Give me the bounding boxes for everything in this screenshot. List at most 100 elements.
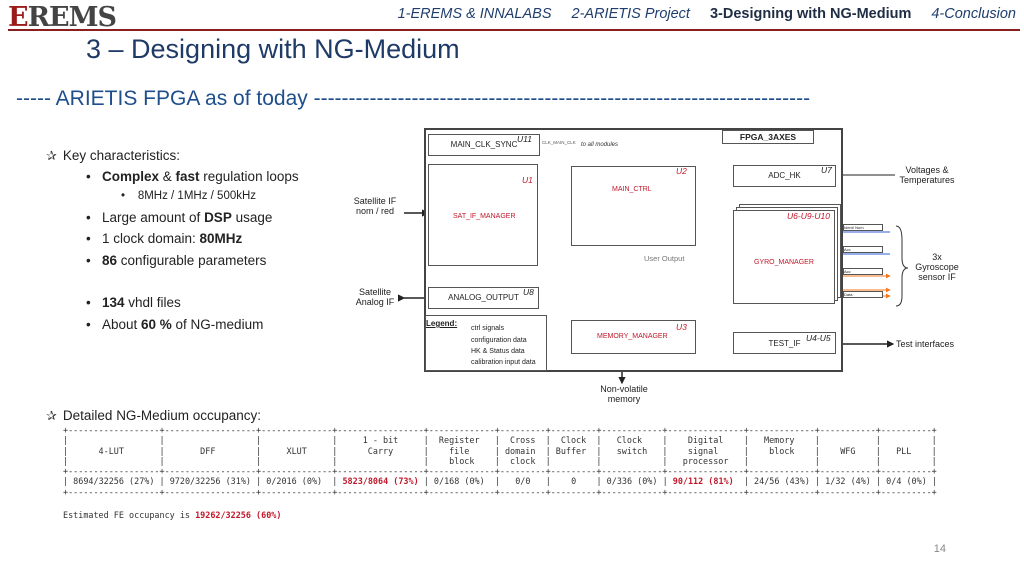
- bold-dsp: DSP: [204, 210, 232, 225]
- memory-manager-block: [571, 320, 696, 354]
- gyro-manager-block: [733, 210, 835, 304]
- bullet-occupancy: • About 60 % of NG-medium: [86, 317, 264, 332]
- table-cell: 0/0: [499, 476, 546, 487]
- u4-u5-label: U4-U5: [806, 333, 831, 343]
- heading-text: Key characteristics:: [62, 148, 180, 163]
- fpga-3axes-label: FPGA_3AXES: [722, 130, 814, 144]
- ext-test-interfaces: Test interfaces: [896, 339, 955, 349]
- adc-hk-block: ADC_HK: [733, 165, 836, 187]
- bold-complex: Complex: [101, 169, 159, 184]
- main-ctrl-block: [571, 166, 696, 246]
- nav-item-designing-ng-medium[interactable]: 3-Designing with NG-Medium: [709, 6, 912, 22]
- line: Gyroscope: [915, 262, 959, 272]
- bullet-parameters: • 86 configurable parameters: [86, 253, 267, 268]
- estimate-value: 19262/32256 (60%): [195, 510, 282, 520]
- section-subheading: ----- ARIETIS FPGA as of today ---------…: [16, 87, 811, 110]
- estimate-label: Estimated FE occupancy is: [63, 510, 196, 520]
- star-icon: ✰: [46, 148, 57, 163]
- line: sensor IF: [918, 272, 956, 282]
- heading-text: Detailed NG-Medium occupancy:: [62, 408, 261, 423]
- legend-ctrl-signals: ctrl signals: [471, 325, 505, 332]
- bullet-dsp-usage: • Large amount of DSP usage: [86, 210, 273, 225]
- ext-voltages-temperatures: Voltages &Temperatures: [895, 165, 959, 185]
- text: configurable parameters: [117, 253, 267, 268]
- table-cell: 0/4 (0%): [881, 476, 932, 487]
- gyro-port-data: Data: [843, 291, 883, 298]
- nav-item-arietis-project[interactable]: 2-ARIETIS Project: [571, 6, 690, 22]
- sat-if-manager-block: [428, 164, 538, 266]
- analog-output-block: ANALOG_OUTPUT: [428, 287, 539, 309]
- main-ctrl-label: MAIN_CTRL: [612, 186, 652, 193]
- block-label: ADC_HK: [768, 171, 801, 180]
- line: Satellite IF: [353, 196, 397, 206]
- text: About: [101, 317, 142, 332]
- to-all-modules-label: to all modules: [581, 142, 619, 148]
- key-characteristics-heading: ✰ Key characteristics:: [46, 148, 180, 164]
- block-label: ANALOG_OUTPUT: [448, 293, 519, 302]
- table-cell: 8694/32256 (27%): [68, 476, 160, 487]
- table-cell: 0/168 (0%): [428, 476, 495, 487]
- text: Large amount of: [101, 210, 205, 225]
- bold-fast: fast: [175, 169, 200, 184]
- bullet-regulation-loops: • Complex & fast regulation loops: [86, 169, 299, 184]
- legend-hk-status-data: HK & Status data: [471, 348, 525, 355]
- bold-134: 134: [101, 295, 125, 310]
- star-icon: ✰: [46, 408, 57, 423]
- bold-86: 86: [101, 253, 118, 268]
- line: Non-volatile: [600, 384, 648, 394]
- nav-item-erems-innalabs[interactable]: 1-EREMS & INNALABS: [397, 6, 552, 22]
- gyro-manager-label: GYRO_MANAGER: [754, 259, 814, 266]
- u7-label: U7: [821, 165, 832, 175]
- estimated-occupancy: Estimated FE occupancy is 19262/32256 (6…: [63, 510, 281, 520]
- gyro-brace: [895, 225, 909, 307]
- erems-logo: EREMS: [8, 2, 117, 33]
- u8-label: U8: [523, 287, 534, 297]
- occupancy-table: +------------------+------------------+-…: [63, 425, 937, 497]
- table-cell: 0/2016 (0%): [261, 476, 333, 487]
- block-label: MAIN_CLK_SYNC: [450, 140, 518, 149]
- text: &: [159, 169, 176, 184]
- clk-signal-label: CLK_MAIN_CLK: [542, 140, 576, 145]
- gyro-port-acc-2: Acc: [843, 268, 883, 275]
- line: Satellite: [358, 287, 392, 297]
- line: Voltages &: [905, 165, 949, 175]
- table-cell: 90/112 (81%): [667, 476, 744, 487]
- legend-title: Legend:: [426, 319, 458, 328]
- page-number: 14: [933, 543, 946, 555]
- u3-label: U3: [676, 322, 687, 332]
- u11-label: U11: [517, 134, 532, 144]
- legend-configuration-data: configuration data: [471, 337, 527, 344]
- top-navigation: 1-EREMS & INNALABS 2-ARIETIS Project 3-D…: [398, 6, 1016, 22]
- memory-manager-label: MEMORY_MANAGER: [597, 333, 668, 340]
- u1-label: U1: [522, 175, 533, 185]
- sub-bullet-frequencies: • 8MHz / 1MHz / 500kHz: [121, 190, 257, 202]
- page-title: 3 – Designing with NG-Medium: [86, 34, 460, 64]
- table-cell: 5823/8064 (73%): [337, 476, 424, 487]
- text: 1 clock domain:: [101, 231, 200, 246]
- line: 3x: [932, 252, 942, 262]
- detailed-occupancy-heading: ✰ Detailed NG-Medium occupancy:: [46, 408, 261, 424]
- logo-rest: REMS: [27, 2, 117, 33]
- bullet-clock-domain: • 1 clock domain: 80MHz: [86, 231, 243, 246]
- table-cell: 0/336 (0%): [601, 476, 663, 487]
- bold-60pct: 60 %: [141, 317, 172, 332]
- text: 8MHz / 1MHz / 500kHz: [137, 190, 257, 202]
- table-cell: 9720/32256 (31%): [164, 476, 257, 487]
- line: Analog IF: [355, 297, 395, 307]
- nav-item-conclusion[interactable]: 4-Conclusion: [931, 6, 1016, 22]
- user-output-label: User Output: [644, 254, 685, 263]
- table-cell: 1/32 (4%): [820, 476, 876, 487]
- block-label: TEST_IF: [768, 339, 801, 348]
- line: nom / red: [355, 206, 395, 216]
- gyro-port-ident: Ident/ Num: [843, 224, 883, 231]
- bullet-vhdl-files: • 134 vhdl files: [86, 295, 181, 310]
- legend-box: [425, 315, 547, 371]
- text: regulation loops: [199, 169, 299, 184]
- gyro-ids-label: U6-U9-U10: [787, 211, 830, 221]
- text: of NG-medium: [171, 317, 264, 332]
- bold-80mhz: 80MHz: [199, 231, 243, 246]
